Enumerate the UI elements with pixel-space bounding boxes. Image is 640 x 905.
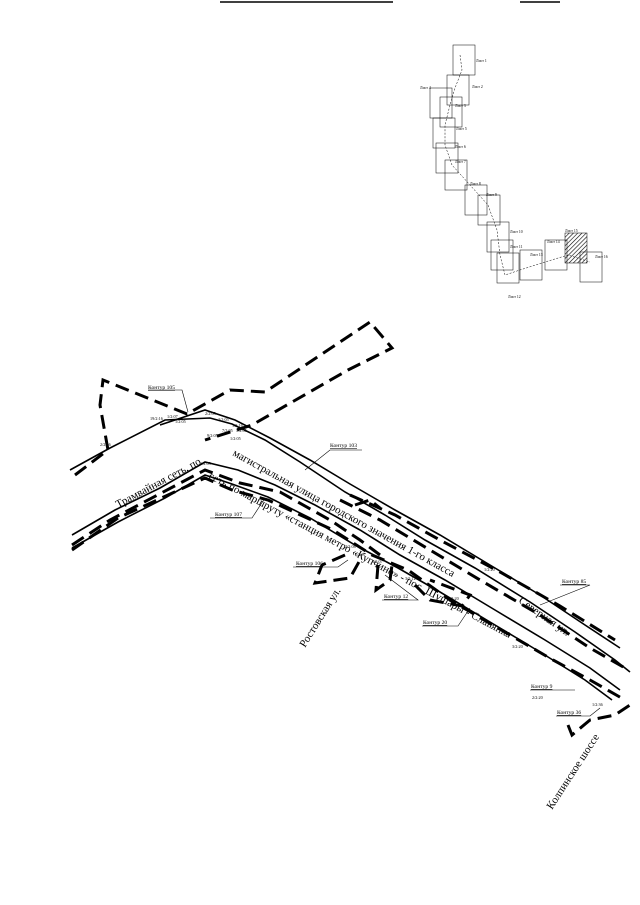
road-edge-south — [71, 474, 613, 701]
parcel-labels: 2/2:16 19/2:16 1/2:07 1/2:05 2/2:05 2/2:… — [100, 411, 603, 707]
sheet-label-12: Лист 12 — [508, 295, 521, 299]
contour-label-9: Контур 9 — [531, 684, 553, 690]
contour-label-105: Контур 105 — [148, 385, 175, 391]
parcel-label: 3/2:12 — [405, 576, 416, 581]
overview-route — [444, 54, 591, 276]
street-label-severnaya: Северная ул. — [516, 595, 572, 639]
boundary-corridor-east-2 — [349, 493, 616, 642]
sheet-rect-11 — [490, 239, 514, 271]
sheet-label-9: Лист 9 — [486, 193, 497, 197]
sheet-label-10: Лист 10 — [510, 230, 523, 234]
sheet-labels: Лист 1 Лист 2 Лист 3 Лист 4 Лист 5 Лист … — [420, 59, 608, 299]
sheet-label-7: Лист 7 — [455, 160, 466, 164]
parcel-label: 2/2:08 — [345, 544, 356, 549]
parcel-label: 1/2:05 — [200, 461, 211, 466]
sheet-rect-15 — [564, 232, 588, 264]
sheet-label-5: Лист 5 — [456, 127, 467, 131]
parcel-label: 2/2:16 — [100, 442, 111, 447]
boundary-north — [74, 320, 395, 477]
parcel-label: 3/2:07 — [372, 559, 383, 564]
sheet-rect-12 — [496, 252, 520, 284]
parcel-label: 1/2:20 — [484, 567, 495, 572]
boundary-dashed-lines — [71, 320, 631, 738]
parcel-label: 2/2:20 — [532, 695, 543, 700]
parcel-label: 5/2:05 — [236, 428, 247, 433]
sheet-label-15: Лист 15 — [565, 229, 578, 233]
contour-label-107: Контур 107 — [215, 512, 242, 518]
leader-k85 — [539, 584, 591, 606]
parcel-label: 1/2:07 — [167, 414, 178, 419]
leader-k12 — [382, 574, 419, 601]
road-edge-inner — [159, 409, 621, 649]
leader-k106 — [293, 559, 349, 568]
sheet-rect-16 — [579, 251, 603, 283]
sheet-rect-1 — [452, 44, 476, 76]
parcel-label: 3/2:20 — [512, 644, 523, 649]
parcel-label: 1/2:16 — [232, 423, 243, 428]
boundary-top-lump — [354, 498, 381, 510]
sheet-rect-5 — [432, 117, 456, 149]
sheet-rect-10 — [486, 221, 510, 253]
leader-k20 — [422, 607, 471, 627]
sheet-rect-6 — [435, 142, 459, 174]
contour-label-12: Контур 12 — [384, 594, 408, 600]
sheet-label-2: Лист 2 — [472, 85, 483, 89]
leader-k103 — [304, 449, 362, 471]
sheet-rect-8 — [464, 184, 488, 216]
parcel-label: 2/2:05 — [205, 411, 216, 416]
sheet-label-1: Лист 1 — [476, 59, 487, 63]
street-label-kolpinskoe: Колпинское шоссе — [544, 732, 602, 812]
contour-label-103: Контур 103 — [330, 443, 357, 449]
sheet-rect-4 — [429, 87, 453, 119]
boundary-corridor-east — [339, 498, 626, 670]
street-label-arterial: магистральная улица городского значения … — [231, 447, 457, 580]
boundary-south-outer — [71, 468, 381, 557]
sheet-label-4: Лист 4 — [420, 86, 431, 90]
contour-label-36: Контур 36 — [557, 710, 581, 716]
road-edge-north — [69, 417, 631, 673]
sheet-label-8: Лист 8 — [470, 182, 481, 186]
contour-label-85: Контур 85 — [562, 579, 586, 585]
sheet-rect-7 — [444, 159, 468, 191]
sheet-rect-9 — [477, 194, 501, 226]
road-edge-mid — [71, 461, 621, 691]
parcel-label: 1/2:07 — [355, 552, 366, 557]
street-label-rostovskaya: Ростовская ул. — [297, 586, 343, 650]
parcel-label: 19/2:16 — [150, 416, 163, 421]
parcel-label: 2/2:05 — [218, 417, 229, 422]
leader-k107 — [210, 497, 266, 519]
boundary-contour-12 — [374, 564, 394, 594]
parcel-label: 7/2:05 — [222, 428, 233, 433]
sheet-rect-14 — [544, 239, 568, 271]
sheet-label-6: Лист 6 — [455, 145, 466, 149]
parcel-label: 1/2:05 — [230, 436, 241, 441]
parcel-label: 1/2:36 — [592, 702, 603, 707]
contour-label-20: Контур 20 — [423, 620, 447, 626]
contour-labels: Контур 105 Контур 103 Контур 107 Контур … — [148, 385, 586, 716]
parcel-label: 9/2:05 — [207, 433, 218, 438]
sheet-label-11: Лист 11 — [510, 245, 523, 249]
sheet-index-overview — [429, 44, 603, 284]
leader-k36 — [556, 707, 601, 717]
leader-k105 — [148, 389, 189, 413]
sheet-rect-3 — [439, 96, 463, 128]
boundary-contour-36 — [566, 703, 631, 738]
sheet-label-13: Лист 13 — [530, 253, 543, 257]
parcel-label: 1/2:20 — [448, 596, 459, 601]
road-edges — [69, 409, 631, 701]
sheet-label-16: Лист 16 — [595, 255, 608, 259]
parcel-label: 1/2:05 — [175, 419, 186, 424]
sheet-label-14: Лист 14 — [547, 240, 560, 244]
sheet-rect-13 — [519, 249, 543, 281]
sheet-label-3: Лист 3 — [455, 104, 466, 108]
contour-label-106: Контур 106 — [296, 561, 323, 567]
contour-leaders — [148, 389, 601, 717]
boundary-contour-106 — [312, 553, 362, 585]
sheet-rect-2 — [446, 74, 470, 106]
